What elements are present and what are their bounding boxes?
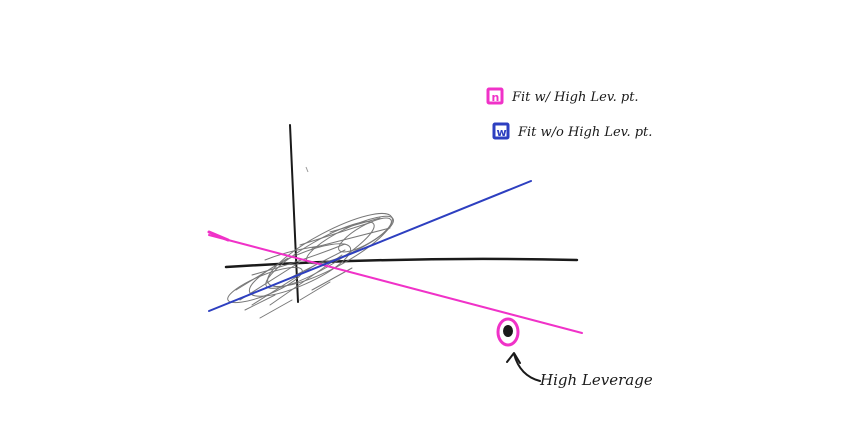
legend-marker-with: n (492, 91, 500, 104)
data-cloud (227, 212, 394, 319)
legend-label-without: Fit w/o High Lev. pt. (517, 125, 652, 140)
legend-swatch-with (486, 87, 504, 105)
legend-item-without: w Fit w/o High Lev. pt. (492, 122, 652, 140)
legend-item-with: n Fit w/ High Lev. pt. (486, 87, 639, 105)
legend-swatch-without (492, 122, 510, 140)
high-leverage-point (503, 325, 513, 337)
y-axis (289, 124, 299, 303)
legend: n Fit w/ High Lev. pt. w Fit w/o High Le… (486, 87, 652, 140)
high-leverage-label: High Leverage (539, 371, 653, 389)
legend-marker-without: w (497, 126, 507, 139)
fit-with-line-start-mark (207, 230, 230, 242)
legend-label-with: Fit w/ High Lev. pt. (511, 90, 639, 105)
fit-with-high-leverage-line (208, 234, 583, 334)
annotation-arrow (513, 353, 541, 382)
x-axis (224, 257, 579, 269)
high-leverage-ring (496, 317, 520, 347)
fit-without-high-leverage-line (208, 180, 532, 312)
arrow-head (506, 352, 521, 364)
axis-tick (305, 166, 309, 173)
